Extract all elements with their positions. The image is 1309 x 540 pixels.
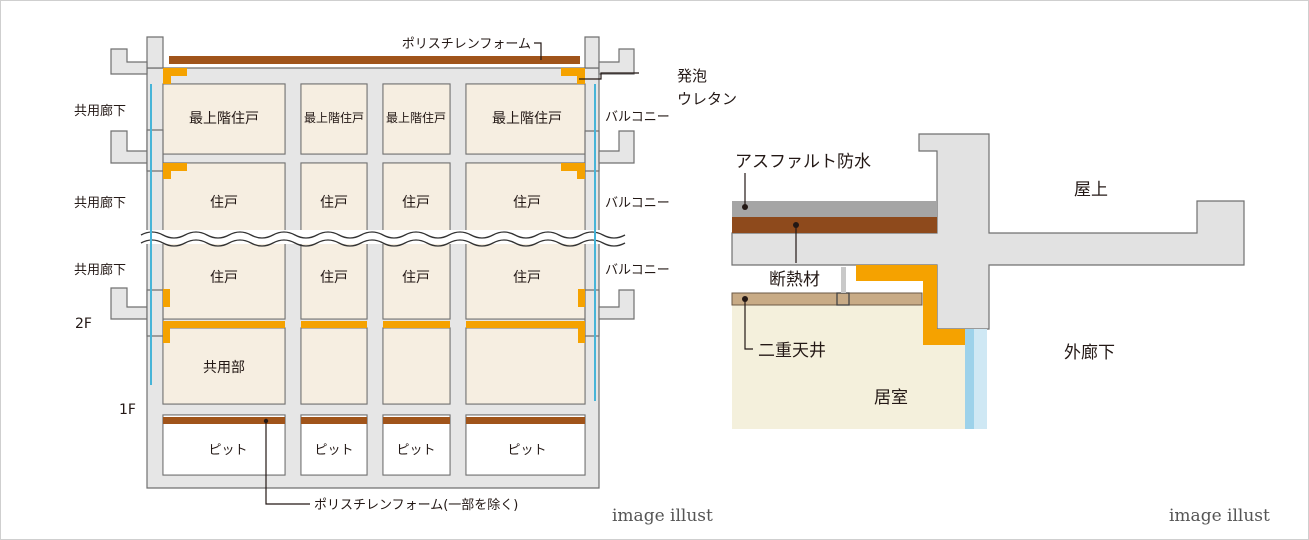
room-label: 居室 (874, 388, 908, 408)
urethane-foam (163, 68, 585, 343)
building-section: ポリスチレンフォーム 発泡 ウレタン 共用廊下 共用廊下 共用廊下 バルコニー … (74, 36, 737, 526)
room-r4c1 (162, 327, 286, 405)
floor-label-1f: 1F (119, 402, 136, 418)
corridor-label-3: 共用廊下 (74, 262, 126, 278)
urethane-foam-detail (856, 265, 965, 345)
room-label-r2c1: 住戸 (210, 195, 238, 211)
balcony-label-2: バルコニー (605, 196, 670, 211)
pit-label-3: ピット (396, 443, 435, 458)
bottom-polystyrene-label: ポリスチレンフォーム(一部を除く) (314, 498, 518, 513)
room-r1c3 (382, 83, 451, 155)
roof-label: 屋上 (1074, 180, 1108, 200)
waterproof-label: アスファルト防水 (735, 152, 871, 172)
urethane-label-1: 発泡 (677, 67, 707, 85)
roof-detail: アスファルト防水 断熱材 二重天井 屋上 居室 外廊下 image illust (731, 133, 1270, 526)
room-label-r2c4: 住戸 (513, 195, 541, 211)
room-label-r1c3: 最上階住戸 (386, 110, 446, 125)
break-line (140, 230, 626, 247)
room-label-r3c1: 住戸 (210, 270, 238, 286)
pit-2 (300, 414, 368, 476)
top-polystyrene-label: ポリスチレンフォーム (402, 37, 531, 52)
room-label-r1c4: 最上階住戸 (492, 111, 562, 127)
room-label-r2c3: 住戸 (402, 195, 430, 211)
balcony-label-1: バルコニー (605, 110, 670, 125)
ceiling-hanger (841, 267, 846, 293)
room-label-r3c3: 住戸 (402, 270, 430, 286)
urethane-label-2: ウレタン (677, 90, 737, 108)
ceiling-label: 二重天井 (758, 341, 826, 361)
room-r4c3 (382, 327, 451, 405)
pit-label-4: ピット (507, 443, 546, 458)
corridor-glass-1 (965, 329, 974, 429)
balcony-label-3: バルコニー (605, 263, 670, 278)
room-r1c2 (300, 83, 368, 155)
pit-4 (465, 414, 586, 476)
room-label-r3c4: 住戸 (513, 270, 541, 286)
room-r4c2 (300, 327, 368, 405)
room-label-r2c2: 住戸 (320, 195, 348, 211)
room-r1c4 (465, 83, 586, 155)
floor-label-2f: 2F (75, 316, 92, 332)
watermark-left: image illust (612, 506, 713, 526)
double-ceiling (731, 292, 923, 306)
pit-label-2: ピット (314, 443, 353, 458)
room-label-r1c2: 最上階住戸 (304, 110, 364, 125)
pit-3 (382, 414, 451, 476)
asphalt-waterproof (732, 201, 937, 217)
room-r1c1 (162, 83, 286, 155)
pit-1 (162, 414, 286, 476)
corridor-label-1: 共用廊下 (74, 103, 126, 119)
leader-lines (265, 42, 639, 505)
pit-polystyrene (163, 417, 585, 424)
room-label-r3c2: 住戸 (320, 270, 348, 286)
detail-leader-lines (744, 173, 797, 350)
corridor-label-2: 共用廊下 (74, 195, 126, 211)
roof-insulation (732, 217, 937, 233)
room-label-r4c1: 共用部 (203, 360, 245, 376)
room-label-r1c1: 最上階住戸 (189, 111, 259, 127)
corridor-label: 外廊下 (1064, 343, 1115, 363)
corridor-glass-2 (974, 329, 987, 429)
room-r4c4 (465, 327, 586, 405)
watermark-right: image illust (1169, 506, 1270, 526)
roof-polystyrene (169, 56, 580, 64)
insulation-label: 断熱材 (769, 270, 820, 290)
pit-label-1: ピット (208, 443, 247, 458)
